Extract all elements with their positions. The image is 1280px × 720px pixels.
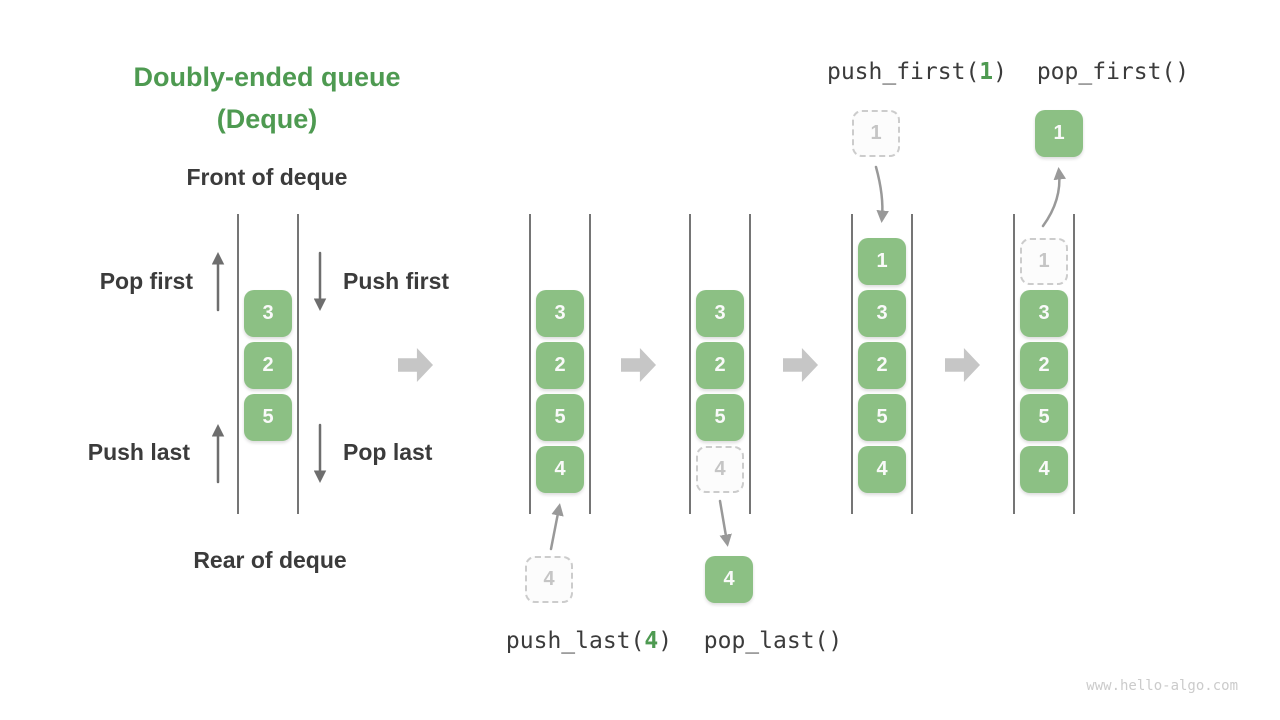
deque-cell-solid: 5 <box>536 394 584 441</box>
deque-state-after-pop-last: 3 2 5 4 <box>689 214 751 514</box>
push-first-insert-arrow-icon <box>874 165 889 223</box>
deque-cell-solid: 3 <box>244 290 292 337</box>
deque-cell-solid: 2 <box>696 342 744 389</box>
push-last-insert-arrow-icon <box>549 503 564 551</box>
deque-state-initial: 3 2 5 <box>237 214 299 514</box>
deque-cell-solid: 4 <box>536 446 584 493</box>
code-text: pop_last() <box>703 628 843 654</box>
queue-wall-right <box>589 214 591 514</box>
queue-wall-left <box>689 214 691 514</box>
deque-cell-solid: 3 <box>858 290 906 337</box>
queue-wall-right <box>297 214 299 514</box>
transition-arrow-icon <box>398 348 433 382</box>
deque-cell-removed-first: 1 <box>1035 110 1083 157</box>
deque-cell-solid: 3 <box>1020 290 1068 337</box>
queue-wall-right <box>749 214 751 514</box>
deque-state-after-push-last: 3 2 5 4 <box>529 214 591 514</box>
code-arg: 4 <box>644 628 659 654</box>
pop-first-code-label: pop_first() <box>1037 59 1189 85</box>
code-text: pop_first() <box>1036 59 1190 85</box>
deque-cell-solid: 5 <box>1020 394 1068 441</box>
pop-first-label: Pop first <box>99 268 193 294</box>
transition-arrow-icon <box>783 348 818 382</box>
deque-cell-dashed: 1 <box>1020 238 1068 285</box>
queue-wall-left <box>529 214 531 514</box>
deque-cell-solid: 5 <box>696 394 744 441</box>
title-line1: Doubly-ended queue <box>133 62 401 92</box>
deque-cell-solid: 2 <box>858 342 906 389</box>
queue-wall-right <box>911 214 913 514</box>
deque-cell-solid: 4 <box>1020 446 1068 493</box>
deque-cell-solid: 3 <box>696 290 744 337</box>
deque-cell-removed-last: 4 <box>705 556 753 603</box>
watermark: www.hello-algo.com <box>1086 678 1238 694</box>
deque-cell-incoming-last: 4 <box>525 556 573 603</box>
deque-cell-solid: 5 <box>244 394 292 441</box>
deque-state-after-pop-first: 1 3 2 5 4 <box>1013 214 1075 514</box>
code-text: ) <box>993 59 1008 85</box>
transition-arrow-icon <box>945 348 980 382</box>
deque-cell-solid: 4 <box>858 446 906 493</box>
queue-wall-left <box>237 214 239 514</box>
pop-last-label: Pop last <box>343 439 433 465</box>
deque-cell-solid: 2 <box>1020 342 1068 389</box>
queue-wall-left <box>1013 214 1015 514</box>
push-last-label: Push last <box>87 439 190 465</box>
rear-of-deque-label: Rear of deque <box>193 547 347 573</box>
code-text: push_first( <box>826 59 980 85</box>
push-last-code-label: push_last(4) <box>506 628 672 654</box>
transition-arrow-icon <box>621 348 656 382</box>
deque-cell-dashed: 4 <box>696 446 744 493</box>
deque-state-after-push-first: 1 3 2 5 4 <box>851 214 913 514</box>
deque-cell-incoming-first: 1 <box>852 110 900 157</box>
code-arg: 1 <box>979 59 994 85</box>
title-line2: (Deque) <box>216 104 318 134</box>
deque-cell-solid: 5 <box>858 394 906 441</box>
deque-cell-solid: 3 <box>536 290 584 337</box>
page-title: Doubly-ended queue (Deque) <box>67 56 467 140</box>
push-first-label: Push first <box>343 268 450 294</box>
queue-wall-left <box>851 214 853 514</box>
queue-wall-right <box>1073 214 1075 514</box>
pop-last-code-label: pop_last() <box>704 628 842 654</box>
code-text: ) <box>658 628 673 654</box>
push-first-code-label: push_first(1) <box>827 59 1007 85</box>
deque-cell-solid: 2 <box>536 342 584 389</box>
front-of-deque-label: Front of deque <box>186 164 348 190</box>
deque-cell-solid: 1 <box>858 238 906 285</box>
code-text: push_last( <box>505 628 645 654</box>
deque-cell-solid: 2 <box>244 342 292 389</box>
